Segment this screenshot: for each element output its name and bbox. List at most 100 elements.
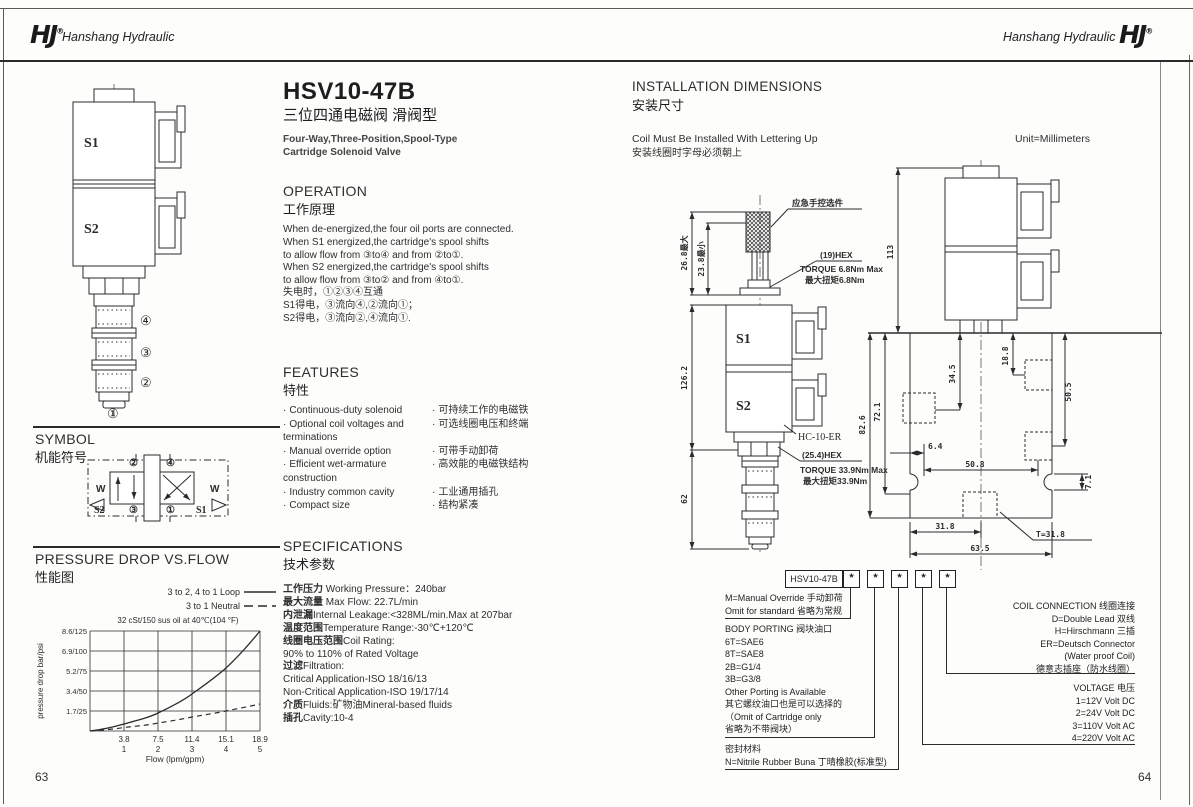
xtick-lpm-4: 18.9 [252, 735, 268, 744]
port-2-label: ② [140, 375, 152, 390]
operation-heading-cn: 工作原理 [283, 202, 336, 217]
dim-18-8: 18.8 [1001, 346, 1010, 365]
code-line-4 [922, 587, 923, 744]
symbol-heading-en: SYMBOL [35, 431, 96, 447]
legend-neutral: 3 to 1 Neutral [186, 601, 240, 611]
spec-row: 工作压力 Working Pressure：240bar [283, 584, 447, 595]
feature-item: Optional coil voltages and terminations可… [283, 418, 528, 445]
xtick-lpm-2: 11.4 [185, 735, 201, 744]
operation-line-cn: 失电时，①②③④互通 [283, 287, 383, 298]
xtick-gpm-2: 3 [190, 745, 195, 754]
code-line-3 [898, 587, 899, 769]
code-line-2h [725, 737, 875, 738]
symbol-port-2: ② [129, 458, 138, 469]
brand-name-right: Hanshang Hydraulic [1003, 30, 1116, 44]
ytick-3: 3.4/50 [66, 687, 87, 696]
brand-logo: HJ® [30, 20, 64, 49]
xtick-lpm-3: 15.1 [218, 735, 234, 744]
dim-23-8-min: 23.8最小 [696, 241, 706, 276]
manual-override-label: 应急手控选件 [792, 198, 844, 208]
symbol-section-rule [33, 426, 280, 428]
operation-line: When de-energized,the four oil ports are… [283, 224, 514, 235]
dim-26-8-max: 26.8最大 [679, 235, 689, 270]
spec-row: 介质Fluids:矿物油Mineral-based fluids [283, 700, 452, 712]
code-option-box-3: * [891, 570, 908, 588]
ytick-4: 1.7/25 [66, 707, 87, 716]
feature-item: Compact size结构紧凑 [283, 499, 528, 513]
ytick-2: 5.2/75 [66, 667, 87, 676]
spec-row: 温度范围Temperature Range:-30℃+120℃ [283, 622, 474, 634]
chart-section-rule [33, 546, 280, 548]
symbol-s1: S1 [196, 505, 207, 516]
operation-heading-en: OPERATION [283, 183, 368, 199]
code-line-5h [946, 673, 1135, 674]
xtick-lpm-1: 7.5 [152, 735, 164, 744]
feature-item: Industry common cavity工业通用插孔 [283, 486, 528, 500]
features-list: Continuous-duty solenoid可持续工作的电磁铁 Option… [283, 404, 528, 513]
dim-50-8: 50.8 [965, 460, 984, 469]
code-line-4h [922, 744, 1135, 745]
coil-model-label: HC-10-ER [798, 432, 842, 443]
dim-82-6: 82.6 [858, 415, 867, 434]
dim-t-31-8: T=31.8 [1036, 530, 1065, 539]
xtick-gpm-4: 5 [258, 745, 263, 754]
dim-63-5: 63.5 [970, 544, 989, 553]
code-option-box-1: * [843, 570, 860, 588]
installation-front-view: 26.8最大 23.8最小 应急手控选件 (19)HEX TORQUE 6.8N… [679, 195, 888, 553]
feature-item: Manual override option可带手动卸荷 [283, 445, 528, 459]
brand-logo-right: HJ® [1119, 20, 1153, 49]
specs-heading-en: SPECIFICATIONS [283, 538, 403, 554]
operation-line: to allow flow from ③to② and from ④to①. [283, 275, 464, 287]
installation-note-en: Coil Must Be Installed With Lettering Up [632, 133, 818, 145]
brand-name-left: Hanshang Hydraulic [62, 30, 175, 44]
chart-heading-en: PRESSURE DROP VS.FLOW [35, 551, 230, 567]
operation-line: When S2 energized,the cartridge's spool … [283, 262, 489, 274]
curve-neutral [89, 703, 261, 732]
install-s1-label: S1 [736, 332, 751, 347]
voltage-block: VOLTAGE 电压 1=12V Volt DC 2=24V Volt DC 3… [1071, 683, 1135, 743]
page-title-cn: 三位四通电磁阀 滑阀型 [283, 107, 438, 124]
coil-s2-label: S2 [84, 222, 99, 237]
page-left-edge [3, 8, 4, 804]
torque19-cn-label: 最大扭矩6.8Nm [805, 275, 865, 285]
spec-row: 最大流量 Max Flow: 22.7L/min [283, 596, 419, 608]
seal-material-block: 密封材料 N=Nitrile Rubber Buna 丁晴橡胶(标准型) [725, 744, 887, 767]
spec-row: 内泄漏Internal Leakage:<328ML/min.Max at 20… [283, 609, 513, 621]
model-code-box: HSV10-47B [785, 570, 843, 588]
port-1-label: ① [107, 406, 119, 421]
spec-row: Non-Critical Application-ISO 19/17/14 [283, 687, 449, 699]
legend-loop: 3 to 2, 4 to 1 Loop [167, 587, 240, 597]
feature-item: Efficient wet-armature construction高效能的电… [283, 458, 528, 485]
symbol-heading-cn: 机能符号 [35, 450, 88, 465]
x-axis-label: Flow (lpm/gpm) [146, 754, 205, 764]
dim-50-5: 50.5 [1064, 382, 1073, 401]
spec-row: 过滤Filtration: [283, 661, 345, 673]
dim-34-5: 34.5 [948, 364, 957, 383]
operation-line-cn: S1得电，③流向④,②流向①； [283, 300, 419, 311]
code-line-3h [725, 769, 899, 770]
dim-6-4: 6.4 [928, 442, 943, 451]
installation-heading-en: INSTALLATION DIMENSIONS [632, 79, 823, 94]
ytick-1: 6.9/100 [62, 647, 87, 656]
page-top-edge [0, 8, 1193, 9]
xtick-gpm-1: 2 [156, 745, 161, 754]
operation-line-cn: S2得电，③流向②,④流向①. [283, 313, 411, 324]
hydraulic-symbol: W W ② ④ ③ ① S2 S1 [87, 454, 229, 522]
spec-row: 90% to 110% of Rated Voltage [283, 648, 419, 660]
page-number-left: 63 [35, 770, 49, 784]
pressure-drop-chart: 3 to 2, 4 to 1 Loop 3 to 1 Neutral 32 cS… [36, 587, 276, 764]
xtick-gpm-3: 4 [224, 745, 229, 754]
install-s2-label: S2 [736, 399, 751, 414]
manual-override-block: M=Manual Override 手动卸荷 Omit for standard… [725, 593, 843, 616]
feature-item: Continuous-duty solenoid可持续工作的电磁铁 [283, 404, 528, 418]
code-line-1h [725, 618, 851, 619]
page-number-right: 64 [1138, 770, 1152, 784]
dim-113: 113 [886, 245, 895, 260]
spec-row: 插孔Cavity:10-4 [283, 713, 354, 725]
symbol-port-3: ③ [129, 505, 138, 516]
page-right-inner-edge [1160, 60, 1161, 800]
code-option-box-2: * [867, 570, 884, 588]
coil-connection-block: COIL CONNECTION 线圈连接 D=Double Lead 双线 H=… [1012, 601, 1135, 674]
dim-126-2: 126.2 [680, 366, 689, 390]
